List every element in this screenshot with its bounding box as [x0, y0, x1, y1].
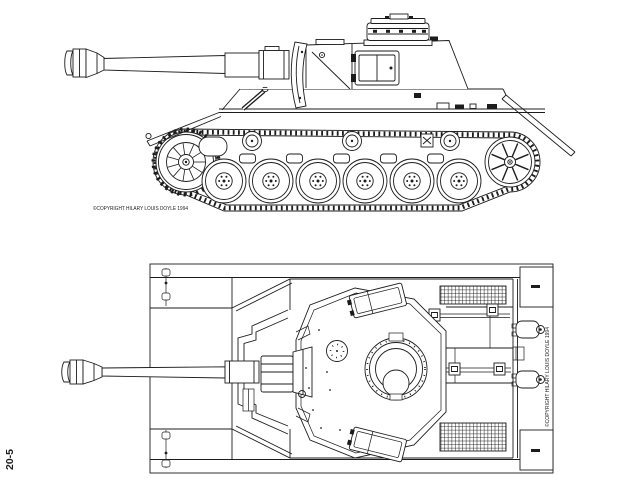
jack-block — [512, 346, 525, 361]
idler-wheel — [484, 136, 536, 188]
return-roller — [242, 131, 262, 151]
intake-grille — [439, 422, 507, 452]
gun-barrel-plan — [61, 355, 294, 412]
cupola-hatch-lid — [382, 369, 410, 397]
turret-plan — [292, 282, 447, 463]
return-roller — [342, 131, 362, 151]
rear-deflector-plate — [501, 88, 576, 157]
tool-clamp — [493, 362, 506, 376]
tool-clamp — [486, 303, 499, 317]
cupola-hatch-handle — [389, 13, 409, 20]
gun-rotor — [292, 346, 313, 398]
commander-cupola — [363, 13, 433, 46]
roof-port — [326, 340, 348, 362]
suspension-stops — [198, 136, 444, 164]
copyright-top: ©COPYRIGHT HILARY LOUIS DOYLE 1994 — [544, 327, 551, 427]
turret-hatch-left — [346, 282, 407, 319]
front-tow-pins — [161, 268, 171, 468]
pistol-port — [298, 390, 306, 398]
turret-front-slope — [311, 51, 351, 90]
front-fender-slope — [146, 112, 220, 142]
road-wheel — [342, 158, 388, 204]
muzzle-brake-plan — [61, 359, 103, 385]
muzzle-brake — [64, 48, 105, 79]
superstructure-plan — [231, 278, 513, 459]
road-wheel — [389, 158, 435, 204]
engine-deck — [428, 285, 513, 452]
rear-fender-box — [519, 266, 554, 308]
roof-hatch — [315, 39, 345, 45]
tool-clamp — [448, 362, 461, 376]
intake-grille — [439, 285, 507, 305]
cupola-periscope — [388, 332, 404, 342]
road-wheel — [436, 158, 482, 204]
exhaust-muffler — [511, 320, 545, 339]
turret-hatch-right — [346, 426, 407, 463]
periscope — [430, 36, 438, 41]
cupola-plan — [364, 332, 428, 401]
roof-bolts — [305, 329, 341, 431]
road-wheel — [295, 158, 341, 204]
road-wheel — [248, 158, 294, 204]
return-roller — [440, 131, 460, 151]
turret-side — [240, 36, 469, 109]
road-wheel — [201, 158, 247, 204]
side-view: ©COPYRIGHT HILARY LOUIS DOYLE 1994 — [64, 13, 576, 212]
exhaust-muffler — [511, 370, 545, 389]
gun-barrel-side — [64, 46, 290, 80]
tow-shackle — [145, 132, 152, 140]
page-number: 20-5 — [4, 449, 16, 470]
top-view: ©COPYRIGHT HILARY LOUIS DOYLE 1994 — [61, 263, 554, 474]
return-rollers — [242, 131, 460, 151]
rear-plan — [511, 266, 554, 471]
copyright-side: ©COPYRIGHT HILARY LOUIS DOYLE 1994 — [93, 205, 188, 212]
recoil-sleeve — [224, 46, 290, 80]
gun-mantlet — [290, 41, 308, 109]
antenna-deflector-rod — [241, 86, 269, 111]
turret-side-hatch — [351, 50, 400, 86]
road-wheels — [201, 158, 482, 204]
mantlet-plan — [260, 355, 294, 393]
deck-fittings — [414, 93, 497, 110]
